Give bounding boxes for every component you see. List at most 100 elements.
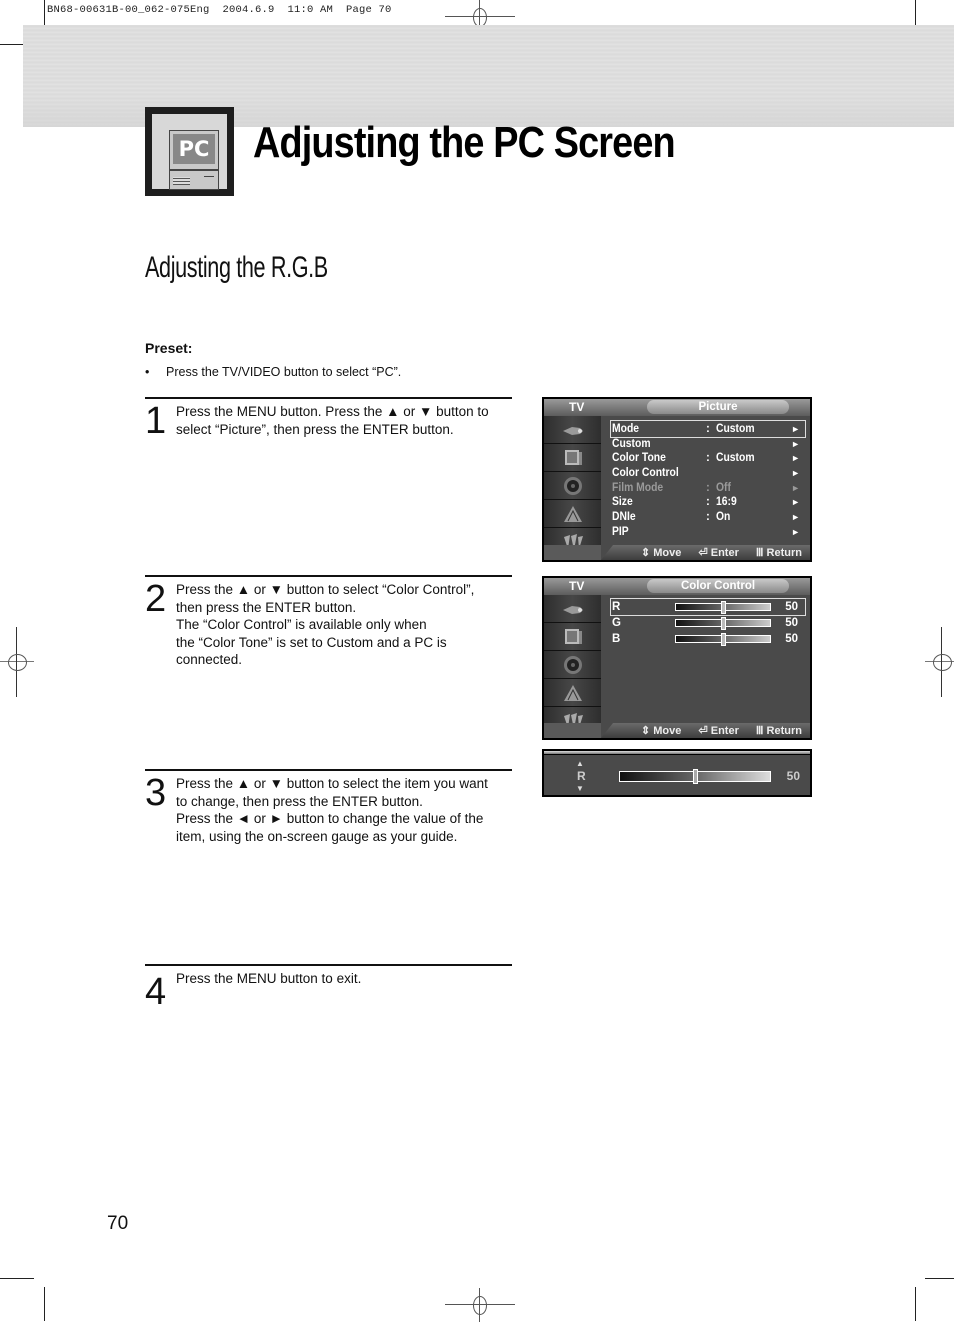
step-1: 1 Press the MENU button. Press the ▲ or … [145,397,512,441]
step-text: Press the MENU button to exit. [176,970,512,988]
arrow-right-icon: ► [791,424,800,434]
osd-footer: ⇕ Move ⏎ Enter Ⅲ Return [601,545,810,560]
osd-footer-left [544,723,601,738]
gauge-slider[interactable] [675,633,771,646]
osd-source-label: TV [569,579,585,593]
gauge-item-r[interactable]: R 50 [610,598,806,616]
menu-item-label: Custom [612,438,651,450]
menu-item-colon: : [706,496,710,508]
menu-item-pip[interactable]: PIP ► [612,525,804,539]
picture-tv-icon[interactable] [544,444,601,472]
step-number: 3 [145,772,167,814]
menu-item-color-control[interactable]: Color Control ► [612,466,804,480]
slider-thumb[interactable] [721,633,726,646]
osd-footer: ⇕ Move ⏎ Enter Ⅲ Return [601,723,810,738]
step-text: Press the ▲ or ▼ button to select “Color… [176,581,512,669]
registration-mark [925,627,954,697]
menu-item-label: PIP [612,526,629,538]
crop-mark [0,1278,34,1279]
arrow-right-icon: ► [791,483,800,493]
gauge-top-line [544,751,810,754]
menu-item-label: Color Tone [612,452,666,464]
registration-mark [445,1288,515,1322]
crop-mark [0,44,34,45]
osd-body [601,595,810,738]
menu-item-dnie[interactable]: DNIe : On ► [612,510,804,524]
step-line: Press the ▲ or ▼ button to select “Color… [176,582,475,597]
osd-footer-left [544,545,601,560]
menu-item-custom[interactable]: Custom ► [612,437,804,451]
channel-antenna-icon[interactable] [544,679,601,707]
menu-item-color-tone[interactable]: Color Tone : Custom ► [612,451,804,465]
input-plug-icon[interactable] [544,595,601,623]
registration-mark [0,627,34,697]
step-line: then press the ENTER button. [176,599,357,615]
gauge-label: B [612,633,621,645]
slider-thumb[interactable] [721,617,726,630]
arrow-right-icon: ► [791,527,800,537]
slider-thumb[interactable] [693,769,698,784]
step-line: Press the ◄ or ► button to change the va… [176,811,484,826]
gauge-label: R [577,769,586,783]
sound-speaker-icon[interactable] [544,472,601,500]
step-3: 3 Press the ▲ or ▼ button to select the … [145,769,512,844]
step-line: The “Color Control” is available only wh… [176,617,427,632]
channel-antenna-icon[interactable] [544,500,601,528]
arrow-right-icon: ► [791,453,800,463]
return-hint: Ⅲ Return [755,725,802,737]
osd-color-control-menu: TV Color Control R 50 G 50 B 50 ⇕ Move ⏎… [542,576,812,740]
step-line: to change, then press the ENTER button. [176,793,423,809]
step-4: 4 Press the MENU button to exit. [145,964,512,1012]
gauge-item-g[interactable]: G 50 [612,616,804,630]
arrow-up-icon: ▲ [576,759,584,768]
gauge-value: 50 [785,601,798,613]
step-text: Press the ▲ or ▼ button to select the it… [176,775,512,845]
move-hint: ⇕ Move [641,725,682,737]
preset-bullet-item: •Press the TV/VIDEO button to select “PC… [145,365,401,379]
osd-menu-title: Picture [647,400,789,414]
step-line: item, using the on-screen gauge as your … [176,828,458,844]
pc-icon-text: PC [173,134,215,164]
menu-item-film-mode: Film Mode : Off ► [612,481,804,495]
picture-tv-icon[interactable] [544,623,601,651]
page-title: Adjusting the PC Screen [253,118,676,167]
gauge-slider[interactable] [619,769,771,784]
osd-side-icons [544,595,601,738]
gauge-label: G [612,617,621,629]
menu-item-colon: : [706,511,710,523]
menu-item-size[interactable]: Size : 16:9 ► [612,495,804,509]
print-header: BN68-00631B-00_062-075Eng 2004.6.9 11:0 … [47,4,392,16]
menu-item-label: Mode [612,423,640,435]
sound-speaker-icon[interactable] [544,651,601,679]
gauge-item-b[interactable]: B 50 [612,632,804,646]
input-plug-icon[interactable] [544,416,601,444]
menu-item-label: Color Control [612,467,679,479]
menu-item-value: On [716,511,731,523]
bullet: • [145,365,150,379]
arrow-right-icon: ► [791,497,800,507]
menu-item-value: 16:9 [716,496,737,508]
pc-monitor-icon: PC [145,107,234,196]
gauge-label: R [612,601,621,613]
gauge-panel: ▲ R ▼ 50 [544,755,810,795]
step-line: the “Color Tone” is set to Custom and a … [176,634,447,650]
crop-mark [915,0,916,34]
section-title: Adjusting the R.G.B [145,251,328,284]
menu-item-colon: : [706,482,710,494]
menu-item-colon: : [706,452,710,464]
osd-title-bar: TV Picture [544,399,810,416]
menu-item-mode[interactable]: Mode : Custom ► [610,420,806,438]
step-2: 2 Press the ▲ or ▼ button to select “Col… [145,575,512,667]
step-number: 1 [145,400,167,442]
crop-mark [925,1278,954,1279]
move-hint: ⇕ Move [641,547,682,559]
gauge-slider[interactable] [675,601,771,614]
osd-menu-title: Color Control [647,579,789,593]
osd-single-gauge: ▲ R ▼ 50 [542,749,812,797]
menu-item-value: Custom [716,423,755,435]
crop-mark [44,0,45,34]
gauge-slider[interactable] [675,617,771,630]
step-number: 2 [145,578,167,620]
gauge-value: 50 [785,617,798,629]
slider-thumb[interactable] [721,601,726,614]
